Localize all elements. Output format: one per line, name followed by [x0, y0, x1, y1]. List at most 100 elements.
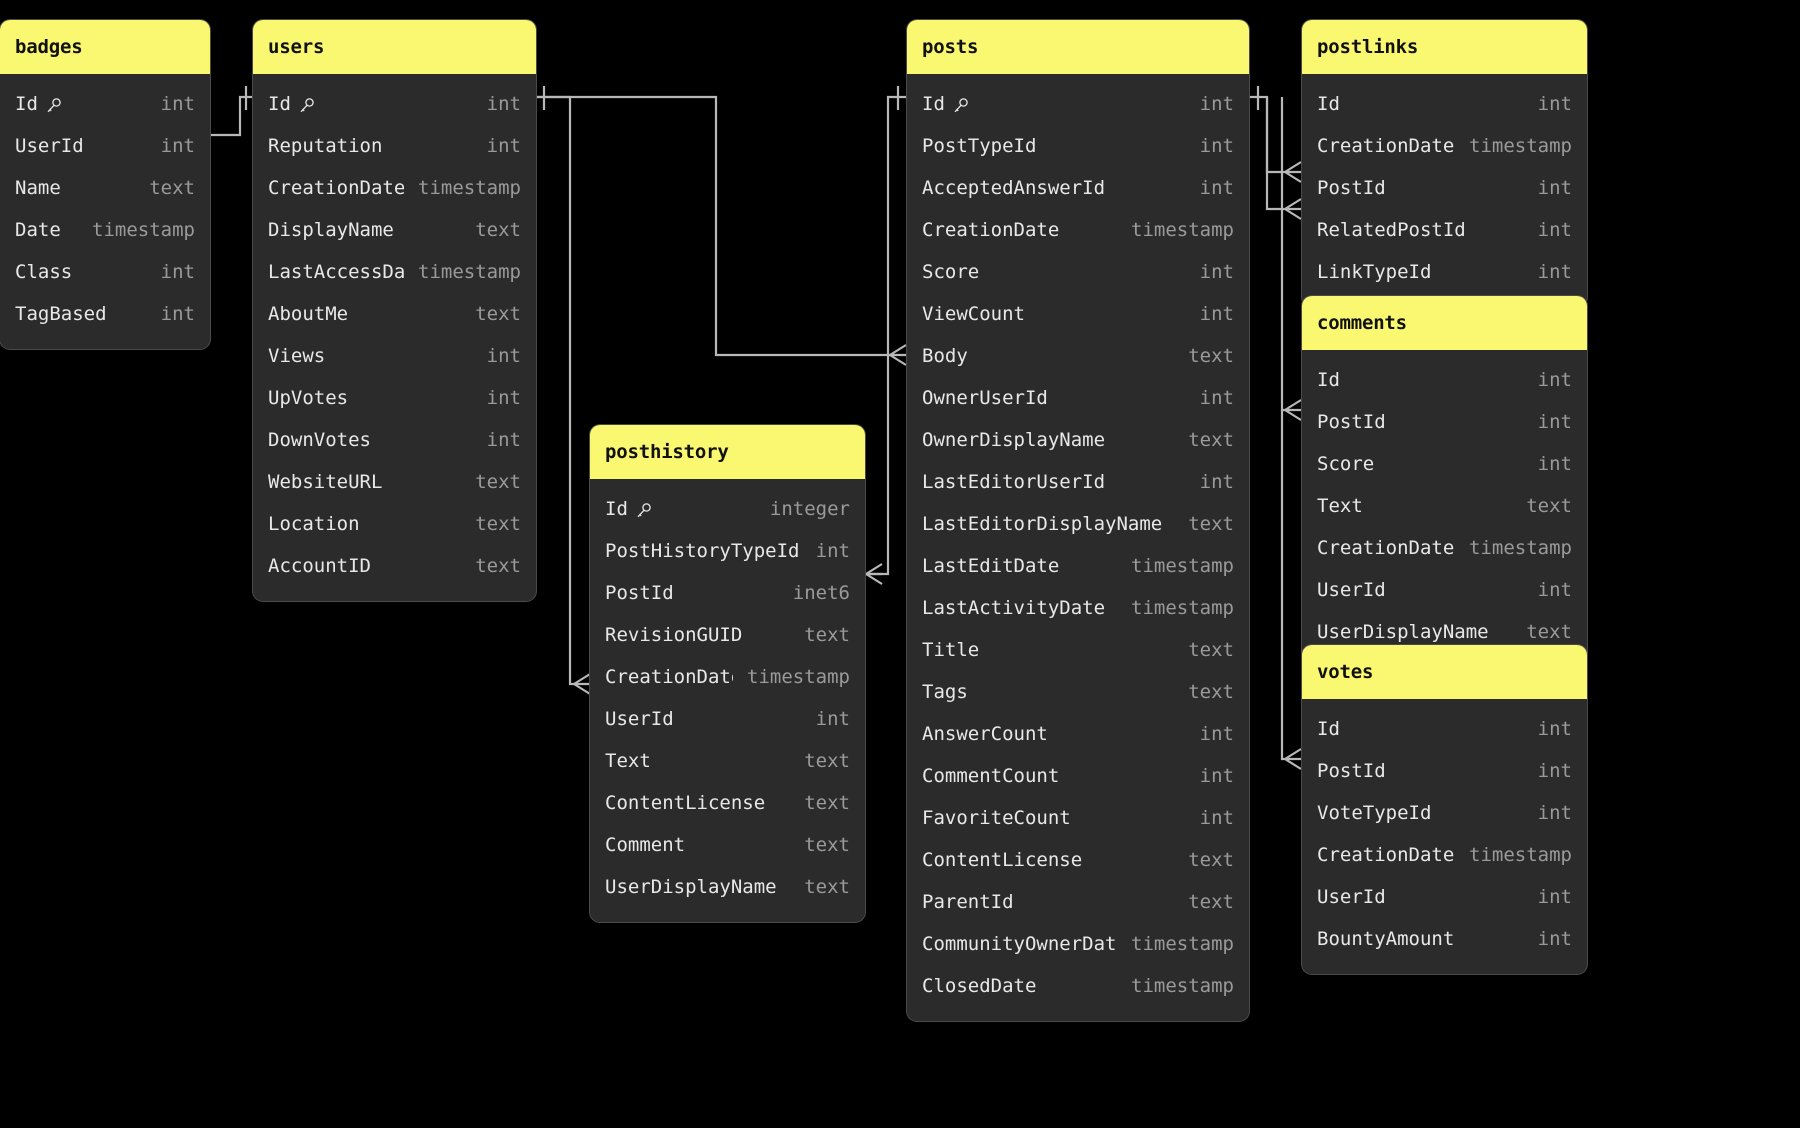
field-row[interactable]: CreationDate timestamp [253, 167, 536, 209]
field-row[interactable]: CommentCount int [907, 755, 1249, 797]
field-row[interactable]: UserId int [590, 698, 865, 740]
field-type: timestamp [1131, 597, 1234, 619]
field-row[interactable]: FavoriteCount int [907, 797, 1249, 839]
field-row[interactable]: RevisionGUID text [590, 614, 865, 656]
table-card-comments[interactable]: comments Id int PostId int Score int Tex… [1302, 296, 1587, 667]
field-row[interactable]: AccountID text [253, 545, 536, 587]
field-type: int [1537, 718, 1572, 740]
table-card-posthistory[interactable]: posthistory Id integer PostHistoryTypeId… [590, 425, 865, 922]
table-title-badges: badges [0, 20, 210, 74]
field-row[interactable]: Text text [1302, 485, 1587, 527]
field-type: int [1537, 802, 1572, 824]
field-row[interactable]: Views int [253, 335, 536, 377]
field-row[interactable]: Id int [1302, 708, 1587, 750]
field-row[interactable]: UserId int [0, 125, 210, 167]
field-row[interactable]: Date timestamp [0, 209, 210, 251]
field-row[interactable]: ContentLicense text [907, 839, 1249, 881]
field-row[interactable]: Location text [253, 503, 536, 545]
field-row[interactable]: Reputation int [253, 125, 536, 167]
field-row[interactable]: AnswerCount int [907, 713, 1249, 755]
table-card-postlinks[interactable]: postlinks Id int CreationDate timestamp … [1302, 20, 1587, 307]
field-row[interactable]: Body text [907, 335, 1249, 377]
field-row[interactable]: PostId int [1302, 750, 1587, 792]
table-card-votes[interactable]: votes Id int PostId int VoteTypeId int C… [1302, 645, 1587, 974]
edge-users-posthistory-crow [573, 673, 591, 695]
field-row[interactable]: LastEditorDisplayName text [907, 503, 1249, 545]
field-row[interactable]: Name text [0, 167, 210, 209]
field-row[interactable]: ClosedDate timestamp [907, 965, 1249, 1007]
field-row[interactable]: OwnerUserId int [907, 377, 1249, 419]
field-type: text [1188, 849, 1234, 871]
field-label: UserDisplayName [1317, 621, 1489, 643]
field-row[interactable]: UpVotes int [253, 377, 536, 419]
field-row[interactable]: DisplayName text [253, 209, 536, 251]
field-row[interactable]: Text text [590, 740, 865, 782]
field-type: int [1199, 93, 1234, 115]
field-row[interactable]: AboutMe text [253, 293, 536, 335]
edge-posts-postlinks [1249, 95, 1285, 174]
field-row[interactable]: Title text [907, 629, 1249, 671]
field-row[interactable]: CreationDate timestamp [1302, 834, 1587, 876]
field-row[interactable]: LinkTypeId int [1302, 251, 1587, 293]
field-type: int [1537, 760, 1572, 782]
field-row[interactable]: Comment text [590, 824, 865, 866]
field-label: LinkTypeId [1317, 261, 1432, 283]
field-row[interactable]: BountyAmount int [1302, 918, 1587, 960]
field-label: AboutMe [268, 303, 349, 325]
edge-users-posthistory [536, 95, 574, 686]
field-label: BountyAmount [1317, 928, 1455, 950]
field-row[interactable]: CreationDate timestamp [1302, 527, 1587, 569]
table-card-users[interactable]: users Id int Reputation int CreationDate… [253, 20, 536, 601]
field-row[interactable]: PostId inet6 [590, 572, 865, 614]
field-row[interactable]: TagBased int [0, 293, 210, 335]
field-type: int [1537, 928, 1572, 950]
field-label: Id [605, 498, 628, 520]
field-row[interactable]: RelatedPostId int [1302, 209, 1587, 251]
field-row[interactable]: CreationDate timestamp [1302, 125, 1587, 167]
table-fields-votes: Id int PostId int VoteTypeId int Creatio… [1302, 699, 1587, 974]
field-row[interactable]: Score int [907, 251, 1249, 293]
field-label: Reputation [268, 135, 383, 157]
field-row[interactable]: UserDisplayName text [590, 866, 865, 908]
field-row[interactable]: CreationDate timestamp [590, 656, 865, 698]
field-row[interactable]: WebsiteURL text [253, 461, 536, 503]
field-row[interactable]: PostTypeId int [907, 125, 1249, 167]
field-row[interactable]: CommunityOwnerDate timestamp [907, 923, 1249, 965]
field-row[interactable]: AcceptedAnswerId int [907, 167, 1249, 209]
field-row[interactable]: PostId int [1302, 401, 1587, 443]
field-row[interactable]: CreationDate timestamp [907, 209, 1249, 251]
field-row[interactable]: ParentId text [907, 881, 1249, 923]
field-row[interactable]: Tags text [907, 671, 1249, 713]
table-card-posts[interactable]: posts Id int PostTypeId int AcceptedAnsw… [907, 20, 1249, 1021]
field-row[interactable]: Id int [0, 83, 210, 125]
field-row[interactable]: PostId int [1302, 167, 1587, 209]
field-row[interactable]: VoteTypeId int [1302, 792, 1587, 834]
field-label: Location [268, 513, 360, 535]
field-row[interactable]: UserDisplayName text [1302, 611, 1587, 653]
field-row[interactable]: UserId int [1302, 876, 1587, 918]
field-row[interactable]: UserId int [1302, 569, 1587, 611]
field-row[interactable]: LastAccessDate timestamp [253, 251, 536, 293]
field-row[interactable]: LastActivityDate timestamp [907, 587, 1249, 629]
primary-key-icon [635, 502, 652, 519]
field-row[interactable]: OwnerDisplayName text [907, 419, 1249, 461]
field-row[interactable]: Score int [1302, 443, 1587, 485]
field-label: UserId [605, 708, 674, 730]
field-row[interactable]: Id int [907, 83, 1249, 125]
field-row[interactable]: Id int [1302, 359, 1587, 401]
field-row[interactable]: DownVotes int [253, 419, 536, 461]
field-row[interactable]: LastEditorUserId int [907, 461, 1249, 503]
field-type: timestamp [1469, 135, 1572, 157]
field-row[interactable]: PostHistoryTypeId int [590, 530, 865, 572]
edge-posts-comments [1280, 97, 1285, 412]
field-row[interactable]: Id int [1302, 83, 1587, 125]
field-row[interactable]: Class int [0, 251, 210, 293]
field-row[interactable]: ViewCount int [907, 293, 1249, 335]
field-label: Name [15, 177, 61, 199]
field-row[interactable]: ContentLicense text [590, 782, 865, 824]
field-row[interactable]: LastEditDate timestamp [907, 545, 1249, 587]
field-row[interactable]: Id int [253, 83, 536, 125]
table-card-badges[interactable]: badges Id int UserId int Name text Date … [0, 20, 210, 349]
edge-posts-votes-crow [1284, 748, 1302, 770]
field-row[interactable]: Id integer [590, 488, 865, 530]
